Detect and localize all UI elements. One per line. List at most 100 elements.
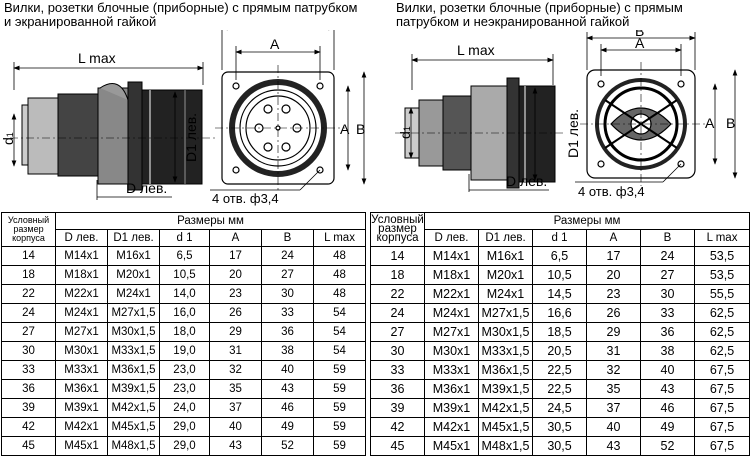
table-cell: M45x1 bbox=[424, 436, 479, 456]
table-cell: 67,5 bbox=[693, 417, 750, 437]
table-cell: 46 bbox=[261, 398, 314, 418]
table-cell: 33 bbox=[1, 360, 56, 380]
table-cell: M42x1 bbox=[424, 417, 479, 437]
table-cell: M27x1,5 bbox=[478, 303, 533, 323]
right-A-side-label: A bbox=[705, 115, 715, 131]
table-cell: 27 bbox=[261, 265, 314, 285]
table-cell: 46 bbox=[640, 398, 695, 418]
left-D1-label: D1 лев. bbox=[183, 113, 199, 162]
table-cell: 17 bbox=[209, 246, 262, 266]
table-cell: 27 bbox=[1, 322, 56, 342]
table-cell: M24x1 bbox=[107, 284, 160, 304]
column-header: B bbox=[261, 229, 314, 247]
table-cell: 33 bbox=[261, 303, 314, 323]
column-header: L max bbox=[693, 229, 750, 247]
right-heading-line1: Вилки, розетки блочные (приборные) с пря… bbox=[396, 0, 683, 15]
table-cell: 30,5 bbox=[532, 417, 587, 437]
table-cell: M36x1,5 bbox=[478, 360, 533, 380]
column-header: D лев. bbox=[55, 229, 108, 247]
table-cell: M42x1,5 bbox=[107, 398, 160, 418]
table-cell: 55,5 bbox=[693, 284, 750, 304]
right-heading-line2: патрубком и неэкранированной гайкой bbox=[396, 14, 630, 29]
table-cell: 67,5 bbox=[693, 436, 750, 456]
table-cell: 16,6 bbox=[532, 303, 587, 323]
table-cell: M33x1,5 bbox=[478, 341, 533, 361]
table-cell: 23 bbox=[209, 284, 262, 304]
table-cell: 42 bbox=[1, 417, 56, 437]
table-cell: 54 bbox=[312, 303, 367, 323]
table-cell: M16x1 bbox=[107, 246, 160, 266]
left-heading: Вилки, розетки блочные (приборные) с пря… bbox=[4, 1, 358, 29]
table-cell: 29 bbox=[586, 322, 641, 342]
table-cell: 36 bbox=[1, 379, 56, 399]
table-cell: 23 bbox=[586, 284, 641, 304]
left-heading-line1: Вилки, розетки блочные (приборные) с пря… bbox=[4, 0, 358, 15]
table-cell: 52 bbox=[261, 436, 314, 456]
table-cell: 24 bbox=[1, 303, 56, 323]
table-cell: M24x1 bbox=[55, 303, 108, 323]
table-cell: 23,0 bbox=[159, 360, 210, 380]
table-cell: 35 bbox=[586, 379, 641, 399]
table-cell: 37 bbox=[209, 398, 262, 418]
table-cell: 62,5 bbox=[693, 341, 750, 361]
table-cell: 36 bbox=[370, 379, 425, 399]
table-cell: 20 bbox=[209, 265, 262, 285]
table-cell: 20,5 bbox=[532, 341, 587, 361]
table-cell: 29,0 bbox=[159, 417, 210, 437]
table-cell: 40 bbox=[586, 417, 641, 437]
table-cell: 30 bbox=[370, 341, 425, 361]
corner-header: Условный размер корпуса bbox=[1, 212, 56, 247]
table-cell: 48 bbox=[312, 265, 367, 285]
table-cell: M45x1 bbox=[55, 436, 108, 456]
table-cell: M27x1 bbox=[55, 322, 108, 342]
right-D-label: D лев. bbox=[506, 173, 547, 189]
right-holes-label: 4 отв. ф3,4 bbox=[578, 184, 645, 199]
table-cell: M27x1,5 bbox=[107, 303, 160, 323]
table-cell: 48 bbox=[312, 284, 367, 304]
table-cell: 18,5 bbox=[532, 322, 587, 342]
table-cell: 26 bbox=[586, 303, 641, 323]
left-A-top-label: A bbox=[270, 36, 280, 52]
table-cell: M33x1,5 bbox=[107, 341, 160, 361]
table-cell: 40 bbox=[640, 360, 695, 380]
table-cell: M24x1 bbox=[478, 284, 533, 304]
table-cell: 26 bbox=[209, 303, 262, 323]
table-cell: 38 bbox=[261, 341, 314, 361]
table-cell: 43 bbox=[261, 379, 314, 399]
table-cell: 24,5 bbox=[532, 398, 587, 418]
table-cell: 17 bbox=[586, 246, 641, 266]
table-cell: 24 bbox=[370, 303, 425, 323]
table-cell: 14 bbox=[1, 246, 56, 266]
table-cell: M18x1 bbox=[55, 265, 108, 285]
table-cell: 22,5 bbox=[532, 360, 587, 380]
table-cell: M18x1 bbox=[424, 265, 479, 285]
right-D1-label: D1 лев. bbox=[565, 109, 581, 158]
table-cell: M48x1,5 bbox=[478, 436, 533, 456]
table-cell: 54 bbox=[312, 341, 367, 361]
table-cell: 24 bbox=[640, 246, 695, 266]
table-cell: M16x1 bbox=[478, 246, 533, 266]
table-cell: 31 bbox=[209, 341, 262, 361]
table-cell: M30x1 bbox=[424, 341, 479, 361]
table-cell: M36x1 bbox=[424, 379, 479, 399]
table-cell: 67,5 bbox=[693, 360, 750, 380]
table-cell: 45 bbox=[1, 436, 56, 456]
table-cell: 42 bbox=[370, 417, 425, 437]
table-cell: 59 bbox=[312, 398, 367, 418]
corner-header: Условный размер корпуса bbox=[370, 212, 425, 247]
table-cell: M39x1,5 bbox=[478, 379, 533, 399]
table-cell: 38 bbox=[640, 341, 695, 361]
